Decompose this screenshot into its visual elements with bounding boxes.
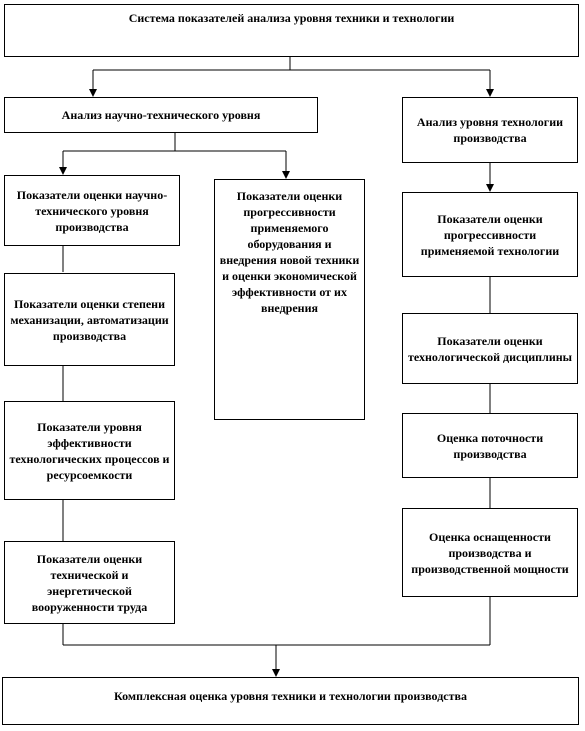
col1-box-1: Показатели оценки научно-технического ур… (4, 175, 180, 246)
bottom-box: Комплексная оценка уровня техники и техн… (2, 677, 579, 725)
title-box: Система показателей анализа уровня техни… (4, 4, 579, 57)
right-box-3: Оценка поточности производства (402, 413, 578, 478)
col1-box-3-text: Показатели уровня эффективности технолог… (9, 419, 170, 482)
right-box-1: Показатели оценки прогрессивности примен… (402, 192, 578, 277)
col1-box-2: Показатели оценки степени механизации, а… (4, 273, 175, 366)
col2-box-1: Показатели оценки прогрессивности примен… (214, 179, 365, 420)
col1-box-4: Показатели оценки технической и энергети… (4, 541, 175, 624)
left-branch-header: Анализ научно-технического уровня (4, 97, 318, 133)
col1-box-1-text: Показатели оценки научно-технического ур… (16, 187, 168, 234)
right-branch-header: Анализ уровня технологии производства (402, 97, 578, 163)
right-branch-header-text: Анализ уровня технологии производства (416, 115, 564, 145)
col1-box-4-text: Показатели оценки технической и энергети… (31, 551, 148, 614)
right-box-4-text: Оценка оснащенности производства и произ… (411, 529, 569, 576)
bottom-box-text: Комплексная оценка уровня техники и техн… (114, 689, 467, 703)
right-box-3-text: Оценка поточности производства (436, 430, 544, 461)
col1-box-2-text: Показатели оценки степени механизации, а… (10, 296, 169, 343)
right-box-4: Оценка оснащенности производства и произ… (402, 508, 578, 597)
left-branch-header-text: Анализ научно-технического уровня (61, 108, 261, 122)
col1-box-3: Показатели уровня эффективности технолог… (4, 401, 175, 500)
right-box-2: Показатели оценки технологической дисцип… (402, 313, 578, 384)
right-box-2-text: Показатели оценки технологической дисцип… (407, 333, 573, 364)
right-box-1-text: Показатели оценки прогрессивности примен… (420, 211, 560, 258)
title-text: Система показателей анализа уровня техни… (128, 11, 455, 25)
col2-box-1-text: Показатели оценки прогрессивности примен… (219, 189, 360, 315)
